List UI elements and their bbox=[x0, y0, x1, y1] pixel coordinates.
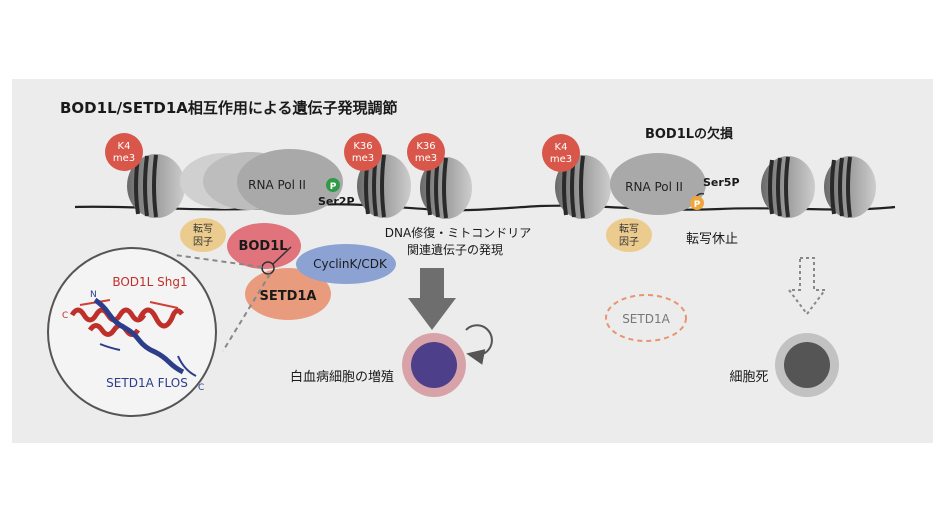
transcription-pause-label: 転写休止 bbox=[686, 232, 738, 247]
nucleosome-right-3 bbox=[824, 156, 876, 218]
ser2p-phospho-letter: P bbox=[330, 182, 337, 192]
histone-mark-k36me3-1: K36 me3 bbox=[344, 133, 382, 171]
ser2p-phospho-circle bbox=[326, 178, 340, 192]
mark-2-line1: K36 bbox=[353, 141, 372, 152]
bod1l-deficiency-header: BOD1Lの欠損 bbox=[645, 126, 734, 142]
leukemia-cell bbox=[402, 333, 466, 397]
ser2p-label: Ser2P bbox=[318, 195, 355, 208]
zoom-dashed-lower bbox=[222, 273, 271, 352]
histone-mark-k4me3-left: K4 me3 bbox=[105, 133, 143, 171]
mark-right-line1: K4 bbox=[555, 142, 568, 153]
expression-arrow bbox=[408, 268, 456, 330]
cell-death-label: 細胞死 bbox=[729, 370, 768, 385]
rna-pol-label-right: RNA Pol II bbox=[625, 180, 683, 194]
tf-left-line1: 転写 bbox=[193, 223, 213, 235]
histone-mark-k36me3-2: K36 me3 bbox=[407, 133, 445, 171]
repair-genes-line2: 関連遺伝子の発現 bbox=[407, 242, 503, 257]
bod1l-label: BOD1L bbox=[238, 239, 287, 254]
mark-right-line2: me3 bbox=[550, 154, 572, 165]
transcription-factor-right: 転写 因子 bbox=[606, 218, 652, 252]
mark-3-line1: K36 bbox=[416, 141, 435, 152]
ser5p-phospho-letter: P bbox=[694, 200, 701, 210]
mark-1-line2: me3 bbox=[113, 153, 135, 164]
zoom-c-terminus-red: C bbox=[62, 311, 68, 321]
setd1a-blob bbox=[245, 268, 331, 320]
mark-3-line2: me3 bbox=[415, 153, 437, 164]
cyclin-cdk-label: CyclinK/CDK bbox=[313, 257, 388, 271]
zoom-setd1a-label: SETD1A FLOS bbox=[106, 376, 188, 390]
diagram-title: BOD1L/SETD1A相互作用による遺伝子発現調節 bbox=[60, 99, 397, 117]
mark-2-line2: me3 bbox=[352, 153, 374, 164]
nucleosome-right-2 bbox=[761, 156, 815, 218]
cell-death-arrow bbox=[787, 257, 827, 316]
setd1a-helix bbox=[93, 297, 185, 375]
structure-zoom-view: N C C BOD1L Shg1 SETD1A FLOS bbox=[47, 247, 217, 417]
zoom-bod1l-label: BOD1L Shg1 bbox=[112, 275, 187, 289]
mark-1-line1: K4 bbox=[118, 141, 131, 152]
nucleosome-right-1 bbox=[555, 155, 611, 219]
setd1a-absent bbox=[605, 294, 687, 342]
zoom-n-terminus: N bbox=[90, 290, 97, 300]
tf-right-line1: 転写 bbox=[619, 223, 639, 235]
leukemia-label: 白血病細胞の増殖 bbox=[290, 369, 394, 385]
transcription-factor-left: 転写 因子 bbox=[180, 218, 226, 252]
setd1a-absent-label: SETD1A bbox=[622, 312, 670, 326]
zoom-selector-circle bbox=[261, 261, 275, 275]
setd1a-label: SETD1A bbox=[259, 289, 316, 304]
rna-pol-ii-right bbox=[610, 153, 706, 215]
repair-genes-line1: DNA修復・ミトコンドリア bbox=[385, 225, 531, 240]
proliferation-cycle-arrow bbox=[465, 324, 493, 365]
bod1l-blob bbox=[227, 223, 301, 269]
tf-right-line2: 因子 bbox=[619, 236, 639, 248]
ser5p-phospho-circle bbox=[690, 196, 704, 210]
histone-mark-k4me3-right: K4 me3 bbox=[542, 134, 580, 172]
rna-pol-label: RNA Pol II bbox=[248, 178, 306, 192]
zoom-connector-line bbox=[272, 246, 292, 265]
dead-cell bbox=[775, 333, 839, 397]
ser5p-label: Ser5P bbox=[703, 176, 740, 189]
tf-left-line2: 因子 bbox=[193, 236, 213, 248]
rna-pol-ii bbox=[237, 149, 343, 215]
zoom-dashed-upper bbox=[174, 254, 263, 268]
cyclin-cdk-blob bbox=[296, 244, 396, 284]
zoom-c-terminus-blue: C bbox=[198, 383, 204, 393]
